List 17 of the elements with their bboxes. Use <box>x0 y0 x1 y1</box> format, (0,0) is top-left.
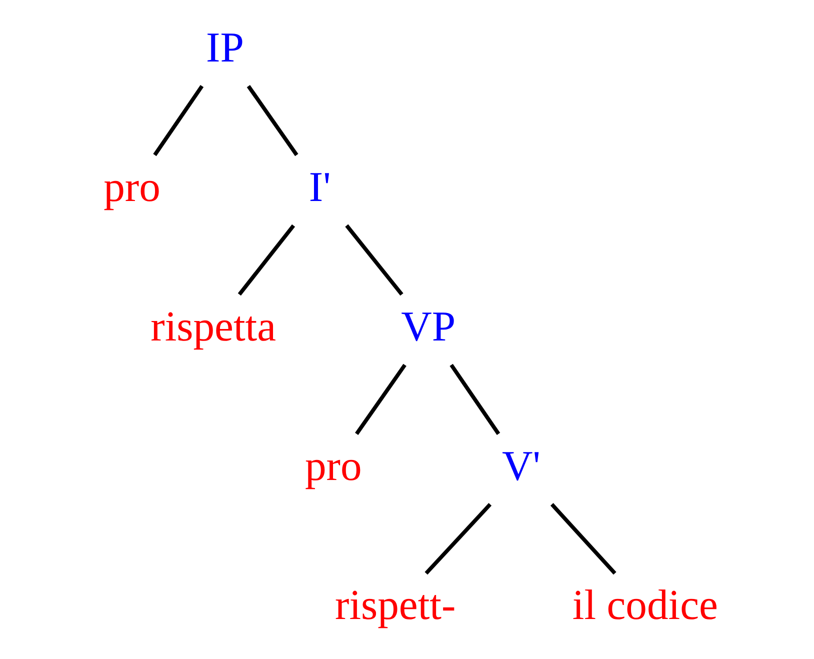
node-text: I' <box>308 164 331 211</box>
connector <box>550 503 616 575</box>
connector <box>450 364 500 435</box>
connector <box>355 364 406 435</box>
connector <box>424 503 492 575</box>
node-text: pro <box>104 164 160 211</box>
connector <box>246 84 298 156</box>
node-text: IP <box>206 24 244 72</box>
node-text: rispetta <box>150 303 276 350</box>
node-text: pro <box>305 442 362 490</box>
connector <box>345 224 404 296</box>
connector <box>153 85 204 156</box>
node-text: V' <box>502 442 540 490</box>
node-text: il codice <box>572 582 718 630</box>
node-text: rispett- <box>335 582 456 630</box>
connector <box>238 224 296 296</box>
node-text: VP <box>401 303 456 350</box>
